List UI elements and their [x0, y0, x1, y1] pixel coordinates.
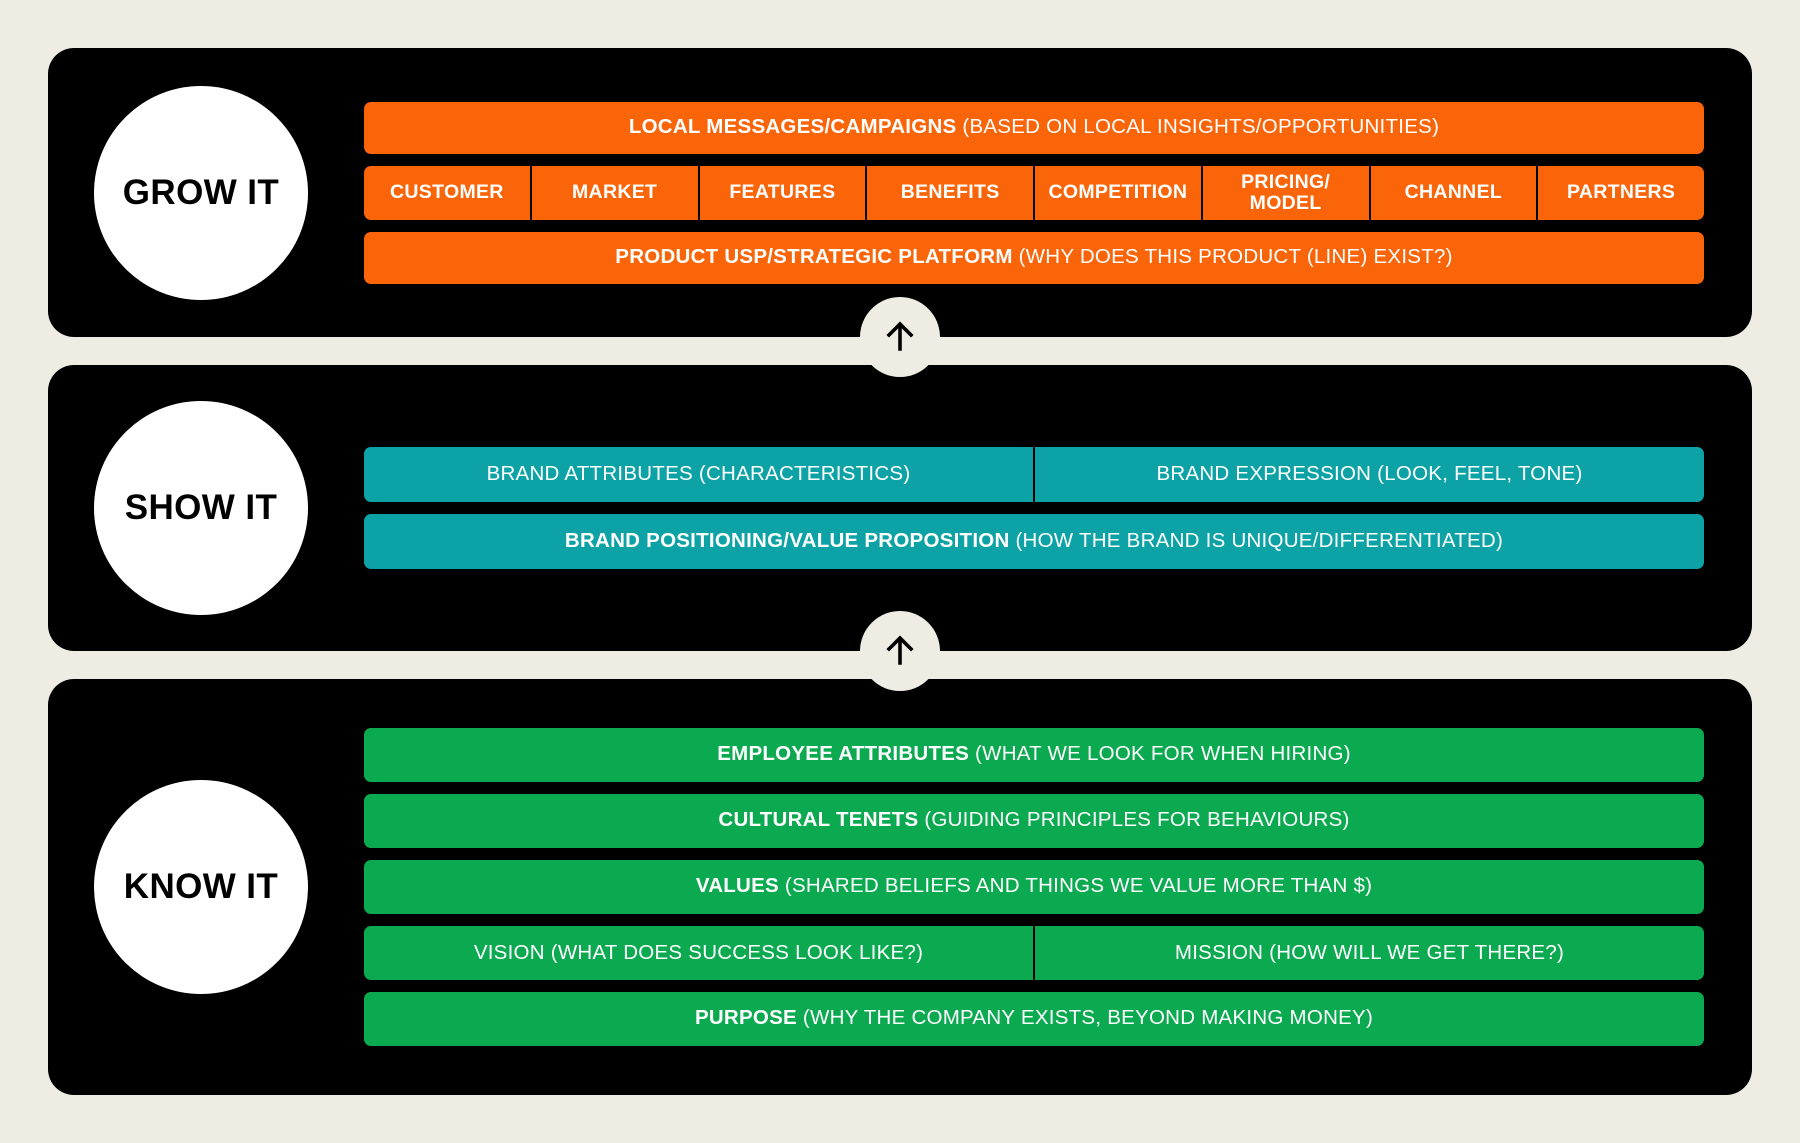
bar-cultural-tenets-bold: CULTURAL TENETS	[718, 808, 919, 832]
segment-channel[interactable]: CHANNEL	[1370, 165, 1539, 220]
bar-brand-attributes-bold: BRAND ATTRIBUTES	[486, 462, 693, 486]
badge-grow-it: GROW IT	[94, 85, 308, 300]
bar-vision[interactable]: VISION (WHAT DOES SUCCESS LOOK LIKE?)	[364, 925, 1035, 980]
bar-purpose[interactable]: PURPOSE (WHY THE COMPANY EXISTS, BEYOND …	[364, 991, 1704, 1046]
bar-product-usp[interactable]: PRODUCT USP/STRATEGIC PLATFORM (WHY DOES…	[364, 231, 1704, 284]
bar-vision-bold: VISION	[473, 940, 545, 964]
bar-employee-attributes-note: (WHAT WE LOOK FOR WHEN HIRING)	[969, 742, 1351, 766]
bar-brand-expression-note: (LOOK, FEEL, TONE)	[1371, 462, 1583, 486]
bar-values-note: (SHARED BELIEFS AND THINGS WE VALUE MORE…	[778, 874, 1373, 898]
section-show-it: SHOW IT BRAND ATTRIBUTES (CHARACTERISTIC…	[48, 365, 1752, 691]
bar-cultural-tenets[interactable]: CULTURAL TENETS (GUIDING PRINCIPLES FOR …	[364, 793, 1704, 848]
know-it-split-row: VISION (WHAT DOES SUCCESS LOOK LIKE?) MI…	[364, 925, 1704, 980]
badge-know-it: KNOW IT	[94, 779, 308, 994]
bar-product-usp-bold: PRODUCT USP/STRATEGIC PLATFORM	[615, 245, 1013, 269]
grow-it-segment-row: CUSTOMER MARKET FEATURES BENEFITS COMPET…	[364, 165, 1704, 220]
bar-employee-attributes-bold: EMPLOYEE ATTRIBUTES	[717, 742, 970, 766]
segment-benefits[interactable]: BENEFITS	[867, 165, 1035, 220]
bar-brand-positioning[interactable]: BRAND POSITIONING/VALUE PROPOSITION (HOW…	[364, 513, 1704, 569]
bar-brand-expression-bold: BRAND EXPRESSION	[1156, 462, 1372, 486]
bar-vision-note: (WHAT DOES SUCCESS LOOK LIKE?)	[544, 940, 924, 964]
show-it-split-row: BRAND ATTRIBUTES (CHARACTERISTICS) BRAND…	[364, 446, 1704, 502]
bar-local-messages[interactable]: LOCAL MESSAGES/CAMPAIGNS (BASED ON LOCAL…	[364, 101, 1704, 154]
bar-mission[interactable]: MISSION (HOW WILL WE GET THERE?)	[1035, 925, 1704, 980]
bar-brand-positioning-bold: BRAND POSITIONING/VALUE PROPOSITION	[564, 528, 1010, 552]
bar-brand-positioning-note: (HOW THE BRAND IS UNIQUE/DIFFERENTIATED)	[1009, 528, 1504, 552]
segment-customer[interactable]: CUSTOMER	[364, 165, 532, 220]
bar-brand-expression[interactable]: BRAND EXPRESSION (LOOK, FEEL, TONE)	[1035, 446, 1704, 502]
segment-pricing-model[interactable]: PRICING/ MODEL	[1202, 165, 1371, 220]
bar-brand-attributes[interactable]: BRAND ATTRIBUTES (CHARACTERISTICS)	[364, 446, 1035, 502]
bar-product-usp-note: (WHY DOES THIS PRODUCT (LINE) EXIST?)	[1012, 245, 1453, 269]
bar-mission-note: (HOW WILL WE GET THERE?)	[1263, 940, 1565, 964]
bar-employee-attributes[interactable]: EMPLOYEE ATTRIBUTES (WHAT WE LOOK FOR WH…	[364, 727, 1704, 782]
show-it-bar-stack: BRAND ATTRIBUTES (CHARACTERISTICS) BRAND…	[364, 446, 1704, 569]
bar-purpose-bold: PURPOSE	[694, 1006, 797, 1030]
segment-features[interactable]: FEATURES	[699, 165, 868, 220]
bar-cultural-tenets-note: (GUIDING PRINCIPLES FOR BEHAVIOURS)	[918, 808, 1350, 832]
segment-competition[interactable]: COMPETITION	[1035, 165, 1203, 220]
bar-local-messages-bold: LOCAL MESSAGES/CAMPAIGNS	[628, 115, 957, 139]
arrow-up-icon[interactable]	[860, 610, 940, 691]
segment-market[interactable]: MARKET	[531, 165, 700, 220]
bar-purpose-note: (WHY THE COMPANY EXISTS, BEYOND MAKING M…	[796, 1006, 1374, 1030]
bar-values[interactable]: VALUES (SHARED BELIEFS AND THINGS WE VAL…	[364, 859, 1704, 914]
bar-brand-attributes-note: (CHARACTERISTICS)	[692, 462, 911, 486]
know-it-bar-stack: EMPLOYEE ATTRIBUTES (WHAT WE LOOK FOR WH…	[364, 727, 1704, 1046]
section-grow-it: GROW IT LOCAL MESSAGES/CAMPAIGNS (BASED …	[48, 48, 1752, 378]
section-know-it: KNOW IT EMPLOYEE ATTRIBUTES (WHAT WE LOO…	[48, 678, 1752, 1095]
bar-mission-bold: MISSION	[1174, 940, 1264, 964]
grow-it-bar-stack: LOCAL MESSAGES/CAMPAIGNS (BASED ON LOCAL…	[364, 101, 1704, 284]
bar-local-messages-note: (BASED ON LOCAL INSIGHTS/OPPORTUNITIES)	[956, 115, 1440, 139]
segment-partners[interactable]: PARTNERS	[1538, 165, 1704, 220]
bar-values-bold: VALUES	[695, 874, 779, 898]
badge-show-it: SHOW IT	[94, 400, 308, 615]
arrow-up-icon[interactable]	[860, 297, 940, 378]
